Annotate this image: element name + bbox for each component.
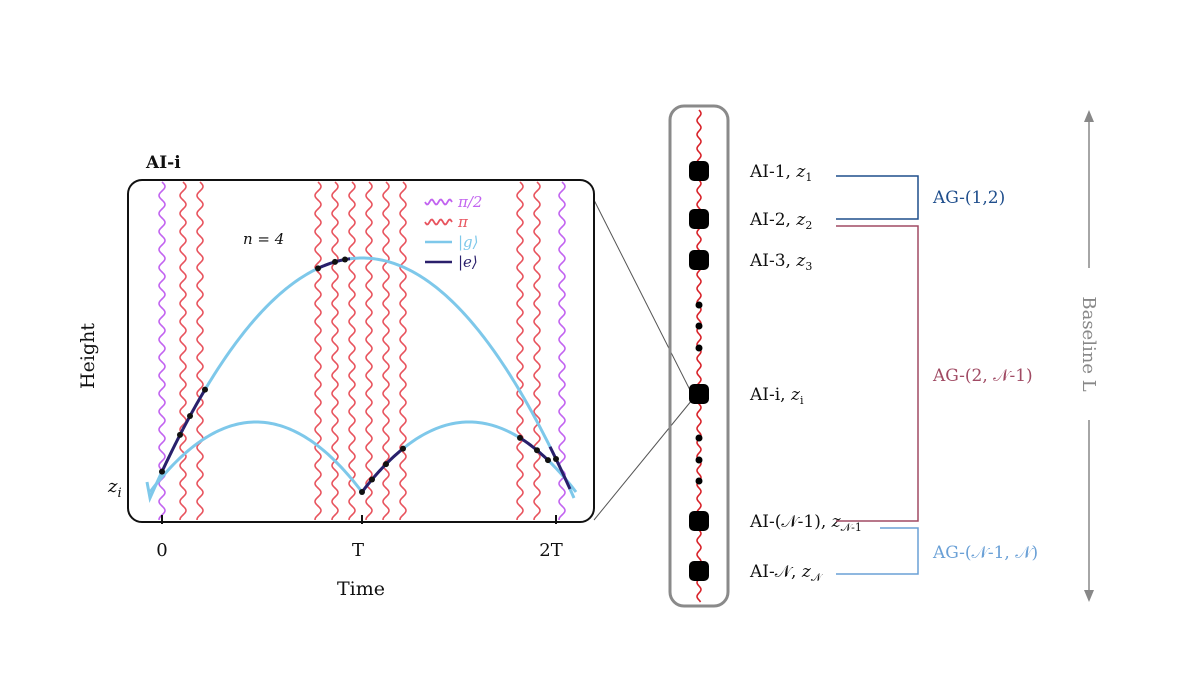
legend-swatch-1 bbox=[424, 218, 453, 226]
pi-pulse-5 bbox=[365, 181, 373, 520]
pi-pulse-9 bbox=[533, 181, 541, 520]
ag-label-2-n1: AG-(2, 𝒩-1) bbox=[932, 366, 1033, 386]
pulse-interaction-dot bbox=[383, 461, 389, 468]
baseline-arrow: Baseline L bbox=[1078, 110, 1099, 602]
pulse-interaction-dot bbox=[187, 412, 193, 419]
interferometer-column bbox=[668, 104, 730, 608]
zoom-line-top bbox=[593, 199, 693, 395]
x-tick-2T: 2T bbox=[539, 540, 562, 561]
legend-label-1: π bbox=[457, 213, 469, 231]
pi-pulse-0 bbox=[179, 181, 187, 520]
ellipsis-dot bbox=[695, 434, 703, 442]
pi-pulse-4 bbox=[348, 181, 356, 520]
pi-pulse-7 bbox=[399, 181, 407, 520]
excited-segment-3 bbox=[360, 463, 388, 493]
pulse-interaction-dot bbox=[369, 476, 375, 483]
interferometer-label-0: AI-1, z1 bbox=[749, 162, 812, 184]
y-tick-zi: zi bbox=[107, 476, 122, 501]
pulse-interaction-dot bbox=[534, 447, 540, 454]
ag-label-1-2: AG-(1,2) bbox=[932, 188, 1005, 208]
laser-pulses bbox=[158, 181, 566, 520]
interferometer-label-2: AI-3, z3 bbox=[749, 251, 812, 273]
interferometer-node-3 bbox=[689, 384, 709, 404]
pulse-interaction-dot bbox=[159, 468, 165, 475]
pulse-interaction-dot bbox=[553, 455, 559, 462]
excited-segment-4 bbox=[384, 447, 404, 466]
ag-label-n1-n: AG-(𝒩-1, 𝒩) bbox=[932, 543, 1038, 563]
legend-label-3: |e⟩ bbox=[458, 253, 478, 271]
ellipsis-dot bbox=[695, 322, 703, 330]
pulse-interaction-dot bbox=[359, 489, 365, 495]
y-axis-label: Height bbox=[77, 323, 99, 389]
pi-pulse-8 bbox=[516, 181, 524, 520]
excited-segment-1 bbox=[181, 388, 207, 430]
gradiometer-brackets: AG-(1,2) AG-(2, 𝒩-1) AG-(𝒩-1, 𝒩) bbox=[836, 175, 1038, 575]
pulse-interaction-dot bbox=[545, 457, 551, 464]
interferometer-node-5 bbox=[689, 561, 709, 581]
ellipsis-dot bbox=[695, 456, 703, 464]
ground-trajectory-upper bbox=[145, 256, 576, 504]
bracket-ag-1-2 bbox=[836, 175, 919, 220]
pulse-count-label: n = 4 bbox=[243, 230, 284, 248]
legend-label-0: π/2 bbox=[457, 193, 482, 211]
x-tick-T: T bbox=[352, 540, 364, 561]
pulse-interaction-dot bbox=[400, 445, 406, 452]
ellipsis-dot bbox=[695, 301, 703, 309]
pi-pulse-1 bbox=[196, 181, 204, 520]
legend-label-2: |g⟩ bbox=[458, 233, 479, 251]
x-ticks: 0 T 2T bbox=[156, 515, 563, 561]
zoom-line-bottom bbox=[593, 399, 693, 521]
baseline-label: Baseline L bbox=[1078, 296, 1099, 391]
ground-trajectory-lower-1 bbox=[148, 420, 364, 493]
interferometer-label-1: AI-2, z2 bbox=[749, 210, 812, 232]
interferometer-node-1 bbox=[689, 209, 709, 229]
x-tick-0: 0 bbox=[156, 540, 167, 561]
pulse-interaction-dot bbox=[332, 258, 338, 265]
bracket-ag-n1-n bbox=[836, 527, 919, 575]
pi-half-pulse-0 bbox=[158, 181, 166, 520]
interferometer-node-4 bbox=[689, 511, 709, 531]
pi-pulse-6 bbox=[382, 181, 390, 520]
interferometer-node-2 bbox=[689, 250, 709, 270]
panel-frame bbox=[127, 179, 595, 523]
pi-pulse-2 bbox=[314, 181, 322, 520]
ellipsis-dots bbox=[695, 301, 703, 485]
pulse-interaction-dot bbox=[315, 265, 321, 272]
interferometer-label-3: AI-i, zi bbox=[749, 385, 804, 407]
x-axis-label: Time bbox=[337, 578, 385, 600]
bracket-ag-2-n1 bbox=[836, 225, 919, 522]
pi-pulse-3 bbox=[331, 181, 339, 520]
pulse-interaction-dot bbox=[517, 434, 523, 441]
legend: π/2 π |g⟩ |e⟩ bbox=[424, 193, 482, 271]
excited-segment-6 bbox=[548, 446, 572, 490]
ellipsis-dot bbox=[695, 344, 703, 352]
atom-trajectories bbox=[145, 256, 578, 504]
legend-swatch-0 bbox=[424, 198, 453, 206]
interferometer-label-5: AI-𝒩, z𝒩 bbox=[749, 562, 823, 584]
panel-title: AI-i bbox=[145, 153, 181, 173]
interferometer-node-0 bbox=[689, 161, 709, 181]
column-frame bbox=[668, 104, 730, 608]
pulse-interaction-dot bbox=[177, 431, 183, 438]
pulse-interaction-dot bbox=[342, 256, 348, 263]
interferometer-label-4: AI-(𝒩-1), z𝒩-1 bbox=[749, 512, 862, 534]
interferometer-labels: AI-1, z1 AI-2, z2 AI-3, z3 AI-i, zi AI-(𝒩-1)… bbox=[749, 162, 862, 584]
pulse-interaction-dot bbox=[202, 386, 208, 393]
ellipsis-dot bbox=[695, 477, 703, 485]
